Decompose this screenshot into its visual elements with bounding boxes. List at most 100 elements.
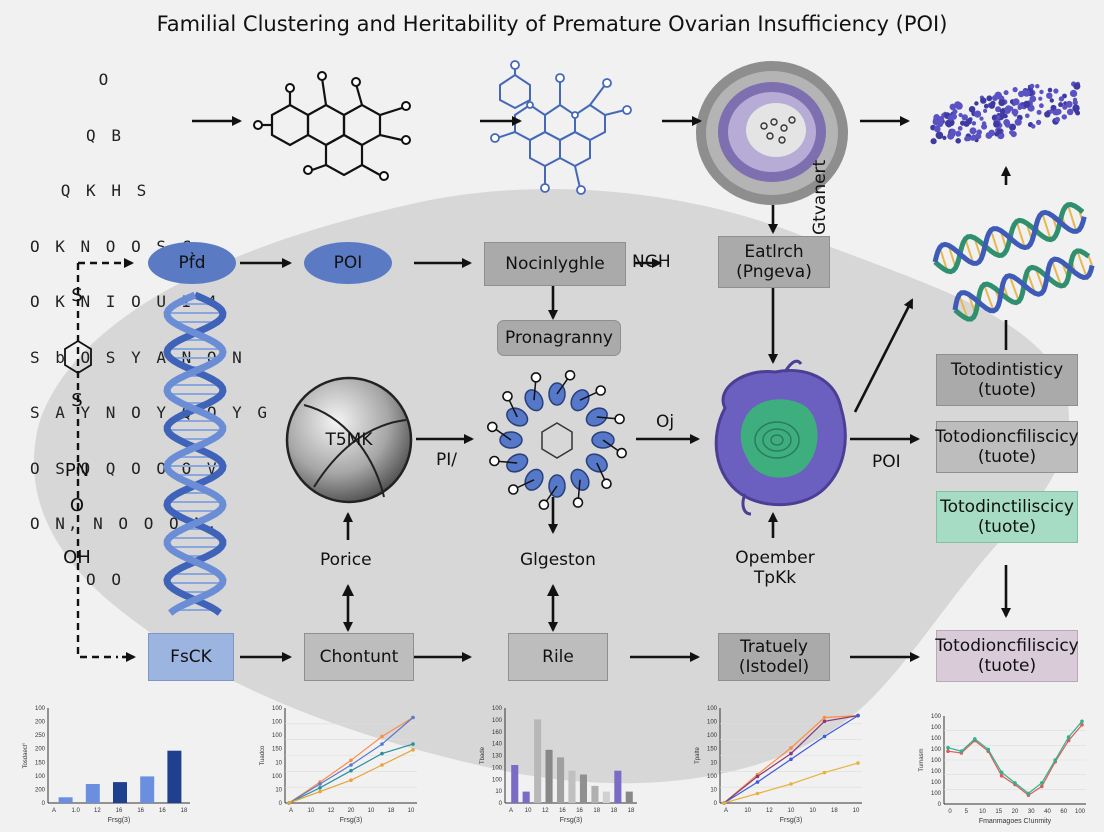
atom: [507, 484, 519, 495]
particle: [971, 121, 977, 126]
particle: [995, 106, 1002, 113]
x-tick-label: 10: [408, 808, 415, 814]
x-tick-label: 10: [788, 808, 795, 814]
x-tick-label: 10: [744, 808, 751, 814]
side-chain-s1: S: [71, 285, 83, 306]
series-point: [318, 789, 322, 794]
x-axis-label: Frsg(3): [780, 817, 803, 824]
series-point: [1013, 781, 1017, 785]
x-tick-label: 10: [809, 808, 816, 814]
series-point: [822, 715, 827, 720]
series-point: [822, 734, 827, 739]
x-tick-label: 60: [1060, 809, 1067, 815]
y-tick-label: 100: [931, 725, 942, 731]
x-tick-label: 12: [766, 808, 773, 814]
y-tick-label: 100: [931, 747, 942, 753]
x-tick-label: 10: [853, 808, 860, 814]
particle: [1073, 82, 1081, 90]
y-tick-label: 150: [35, 760, 46, 766]
base-pair: [1066, 204, 1078, 232]
y-axis-label: Tuadco: [260, 745, 266, 765]
base-pair: [989, 229, 1001, 256]
particle: [1069, 89, 1078, 97]
label-oj: Oj: [656, 412, 675, 432]
particle: [1014, 118, 1022, 126]
particle: [999, 112, 1006, 119]
particle: [1072, 99, 1078, 106]
particle: [1018, 90, 1025, 98]
particle: [976, 129, 982, 135]
particle: [955, 138, 961, 144]
series-point: [349, 768, 353, 773]
particle: [949, 103, 957, 111]
particle: [968, 106, 976, 113]
node-tratuely: Tratuely (Istodel): [718, 633, 830, 681]
particle: [1011, 108, 1019, 116]
particle: [1009, 130, 1014, 135]
bar: [557, 757, 565, 803]
letter-row: Q B: [86, 125, 124, 145]
particle: [964, 136, 970, 142]
x-tick-label: 10: [979, 809, 986, 815]
x-tick-label: A: [52, 808, 56, 814]
y-tick-label: 10: [275, 787, 282, 793]
particle: [1058, 102, 1064, 108]
y-tick-label: 0: [499, 801, 503, 807]
particle: [986, 95, 993, 102]
side-chain-s2: S: [71, 390, 83, 411]
particle: [1044, 111, 1051, 118]
atom: [487, 421, 498, 433]
letter-row: Q K H S: [60, 181, 150, 200]
y-tick-label: 140: [492, 742, 503, 748]
particle: [935, 131, 944, 140]
y-tick-label: 150: [707, 747, 718, 753]
x-axis-label: Frsg(3): [340, 817, 363, 824]
y-tick-label: 100: [492, 777, 503, 783]
series-point: [856, 761, 860, 765]
particle: [1061, 114, 1067, 120]
y-tick-label: 0: [279, 801, 283, 807]
protein-subunit: [585, 453, 608, 473]
series-point: [380, 742, 384, 746]
label-opember: Opember TpKk: [735, 548, 815, 588]
particle: [988, 102, 995, 109]
series-point: [380, 763, 384, 767]
series-point: [1053, 758, 1057, 762]
particle: [1017, 105, 1022, 110]
y-tick-label: 250: [35, 733, 46, 739]
ovarian-follicle-icon: [696, 61, 848, 205]
bar: [579, 774, 587, 803]
y-tick-label: 100: [707, 774, 718, 780]
label-glgeston: Glgeston: [520, 550, 596, 570]
y-tick-label: 160: [492, 730, 503, 736]
series-point: [822, 719, 827, 724]
inner-ring: [541, 422, 573, 459]
x-tick-label: 0: [948, 809, 952, 815]
particle: [1075, 110, 1081, 116]
series-point: [789, 757, 793, 762]
node-pfd: Pf̀d: [148, 242, 236, 284]
particle: [1005, 105, 1012, 113]
bar: [511, 765, 519, 803]
series-point: [318, 782, 322, 786]
series-point: [755, 791, 760, 796]
protein-subunit: [585, 407, 608, 427]
particle: [974, 110, 982, 118]
particle: [1053, 88, 1059, 94]
x-tick-label: 1.0: [71, 808, 80, 814]
y-tick-label: 100: [272, 706, 283, 712]
y-tick-label: 0: [938, 802, 942, 808]
series-point: [1080, 723, 1084, 727]
protein-subunit: [524, 389, 544, 412]
particle: [950, 113, 957, 120]
particle: [998, 99, 1006, 107]
y-axis-label: Tbade: [480, 746, 486, 764]
particle: [1004, 121, 1011, 128]
atom: [616, 447, 627, 459]
bar: [568, 770, 576, 803]
x-tick-label: 16: [559, 808, 566, 814]
particle: [981, 123, 988, 130]
